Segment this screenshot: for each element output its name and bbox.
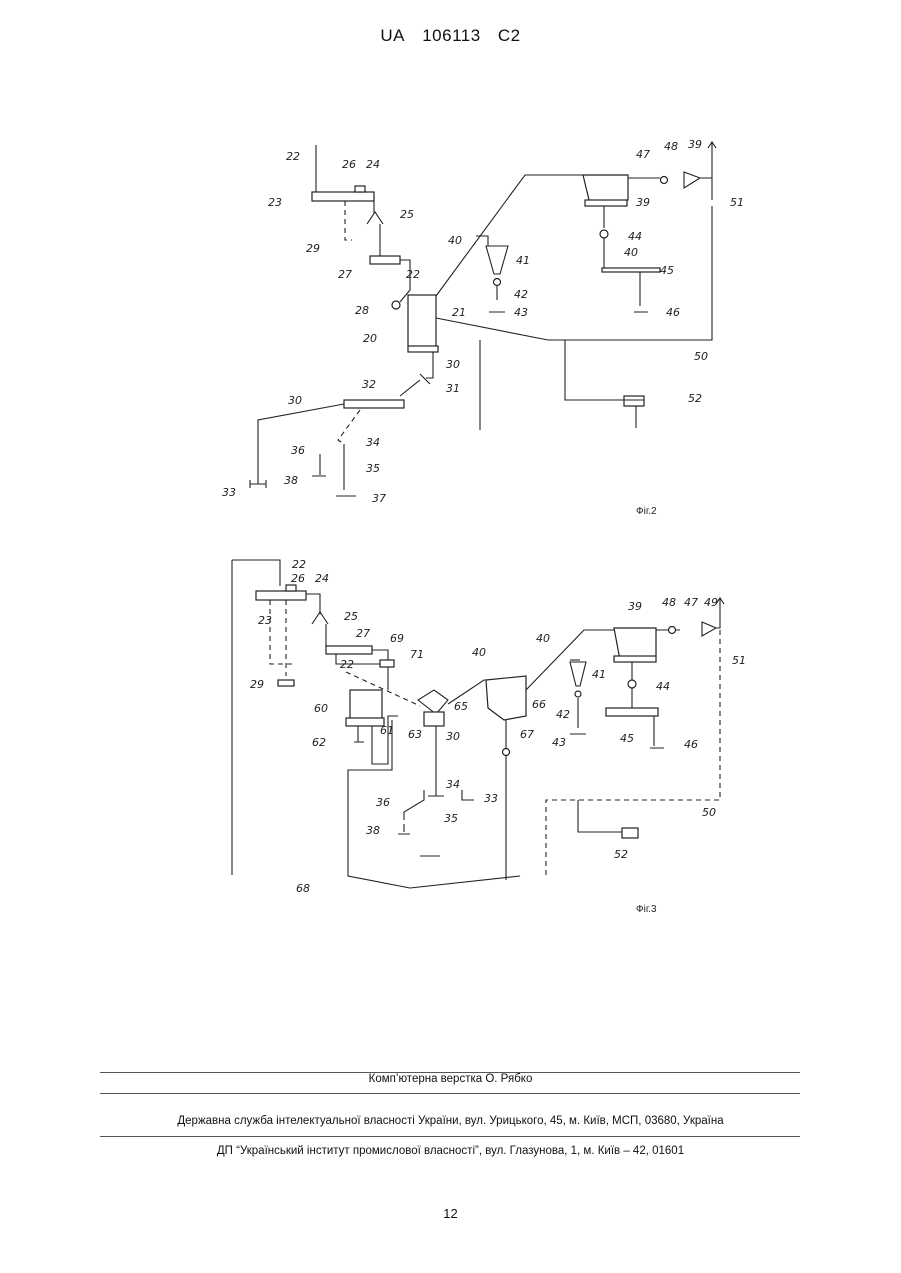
label: 38: [366, 824, 380, 837]
conveyor-45: [606, 708, 658, 716]
label: 40: [536, 632, 550, 645]
page-number: 12: [0, 1206, 901, 1221]
label: 43: [552, 736, 566, 749]
divider: [100, 1093, 800, 1094]
divider: [100, 1136, 800, 1137]
label: 49: [704, 596, 718, 609]
label: 25: [344, 610, 358, 623]
mixer-65: [418, 690, 448, 714]
label: 65: [454, 700, 468, 713]
label: 35: [444, 812, 458, 825]
label: 23: [258, 614, 272, 627]
label: 36: [376, 796, 390, 809]
layout-credit: Комп’ютерна верстка О. Рябко: [0, 1073, 901, 1085]
reactor-60: [350, 690, 382, 720]
label: 69: [390, 632, 404, 645]
figure-3-diagram: 22 26 24 23 25 27 69 71 40 40 39 48 47 4…: [0, 0, 901, 940]
label: 29: [250, 678, 264, 691]
label: 66: [532, 698, 546, 711]
label: 50: [702, 806, 716, 819]
label: 33: [484, 792, 498, 805]
label: 47: [684, 596, 698, 609]
label: 24: [315, 572, 329, 585]
label: 40: [472, 646, 486, 659]
label: 39: [628, 600, 642, 613]
label: 52: [614, 848, 628, 861]
label: 46: [684, 738, 698, 751]
label: 27: [356, 627, 370, 640]
fan-49: [702, 622, 716, 636]
label: 41: [592, 668, 606, 681]
burner-52: [622, 828, 638, 838]
cyclone-41: [570, 662, 586, 686]
label: 45: [620, 732, 634, 745]
label: 26: [291, 572, 305, 585]
label: 63: [408, 728, 422, 741]
figure-3-caption: Фіг.3: [636, 904, 657, 915]
label: 67: [520, 728, 534, 741]
label: 22: [340, 658, 354, 671]
label: 51: [732, 654, 746, 667]
label: 60: [314, 702, 328, 715]
label: 48: [662, 596, 676, 609]
filter-66: [486, 676, 526, 720]
unit-69: [380, 660, 394, 667]
unit-29: [278, 680, 294, 686]
label: 62: [312, 736, 326, 749]
label: 44: [656, 680, 670, 693]
label: 71: [410, 648, 424, 661]
label: 30: [446, 730, 460, 743]
office-address: Державна служба інтелектуальної власност…: [0, 1115, 901, 1127]
conveyor-23: [256, 591, 306, 600]
label: 68: [296, 882, 310, 895]
institute-address: ДП “Український інститут промислової вла…: [0, 1145, 901, 1157]
conveyor-27: [326, 646, 372, 654]
label: 42: [556, 708, 570, 721]
label: 22: [292, 558, 306, 571]
label: 61: [380, 724, 394, 737]
filter-39: [614, 628, 656, 660]
label: 34: [446, 778, 460, 791]
